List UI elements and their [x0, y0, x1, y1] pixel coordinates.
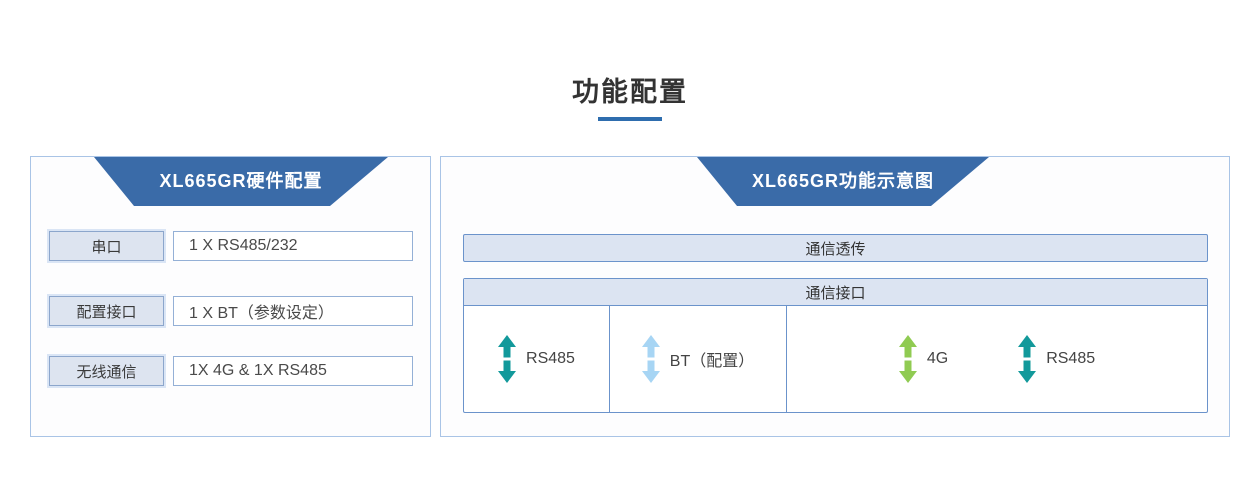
- function-diagram-panel: XL665GR功能示意图 通信透传 通信接口 RS485: [440, 156, 1230, 437]
- communication-interface-table: 通信接口 RS485: [463, 278, 1208, 413]
- arrow-group-bt: BT（配置）: [641, 335, 755, 383]
- hardware-row-config-interface: 配置接口 1 X BT（参数设定）: [31, 296, 430, 326]
- double-arrow-icon: [1018, 335, 1037, 383]
- interface-cell-bt: BT（配置）: [610, 306, 787, 412]
- hardware-config-panel: XL665GR硬件配置 串口 1 X RS485/232 配置接口 1 X BT…: [30, 156, 431, 437]
- arrow-label: RS485: [526, 350, 575, 367]
- double-arrow-icon: [641, 335, 660, 383]
- page-title: 功能配置: [572, 77, 688, 107]
- hardware-row-value: 1X 4G & 1X RS485: [173, 356, 413, 386]
- hardware-row-wireless: 无线通信 1X 4G & 1X RS485: [31, 356, 430, 386]
- hardware-row-label: 无线通信: [49, 356, 164, 386]
- arrow-label: RS485: [1046, 350, 1096, 367]
- function-panel-title: XL665GR功能示意图: [697, 157, 989, 206]
- arrow-group-rs485-2: RS485: [1018, 335, 1095, 383]
- hardware-row-label: 配置接口: [49, 296, 164, 326]
- arrow-label: 4G: [926, 350, 949, 367]
- arrow-group-4g: 4G: [898, 335, 949, 383]
- transparent-transmission-bar: 通信透传: [463, 234, 1208, 262]
- communication-interface-header: 通信接口: [464, 279, 1207, 306]
- interface-cell-rs485: RS485: [464, 306, 610, 412]
- hardware-panel-title: XL665GR硬件配置: [94, 157, 388, 206]
- double-arrow-icon: [898, 335, 917, 383]
- communication-interface-body: RS485 BT（配置）: [464, 306, 1207, 412]
- hardware-row-serial: 串口 1 X RS485/232: [31, 231, 430, 261]
- arrow-label: BT（配置）: [669, 353, 755, 370]
- arrow-group-rs485: RS485: [498, 335, 575, 383]
- hardware-row-value: 1 X BT（参数设定）: [173, 296, 413, 326]
- hardware-row-label: 串口: [49, 231, 164, 261]
- interface-cell-wireless: 4G RS485: [787, 306, 1207, 412]
- hardware-row-value: 1 X RS485/232: [173, 231, 413, 261]
- double-arrow-icon: [498, 335, 517, 383]
- title-underline-divider: [598, 117, 662, 121]
